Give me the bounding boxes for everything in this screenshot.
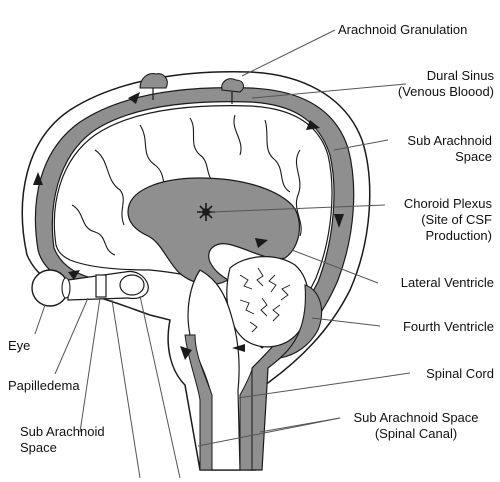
- leader-lines: [34, 29, 411, 479]
- granulation-stalks: [152, 88, 233, 104]
- choroid-plexus-star: [197, 203, 215, 221]
- csf-flow-arrows: [33, 92, 344, 360]
- label-dural-sinus: Dural Sinus (Venous Bloood): [397, 68, 494, 99]
- fourth-ventricle: [278, 284, 323, 359]
- lateral-ventricle: [127, 177, 300, 286]
- label-sub-arachnoid-spinal: Sub Arachnoid Space (Spinal Canal): [353, 410, 479, 441]
- label-sub-arachnoid-space-left: Sub Arachnoid Space: [20, 424, 105, 455]
- arachnoid-granulations: [139, 73, 245, 93]
- label-lateral-ventricle: Lateral Ventricle: [400, 275, 494, 290]
- optic-bulb: [119, 274, 145, 296]
- cerebellum: [226, 256, 310, 348]
- label-arachnoid-granulation: Arachnoid Granulation: [338, 22, 468, 37]
- label-sub-arachnoid-space: Sub Arachnoid Space: [407, 133, 492, 164]
- papilledema-marker: [95, 274, 107, 298]
- brainstem: [187, 269, 241, 471]
- spinal-canal-right: [239, 369, 253, 471]
- label-spinal-cord: Spinal Cord: [426, 366, 494, 381]
- label-papilledema: Papilledema: [8, 378, 80, 393]
- label-choroid-plexus: Choroid Plexus (Site of CSF Production): [403, 196, 492, 243]
- eye-lens: [61, 277, 71, 299]
- cerebellum-folia: [239, 267, 291, 333]
- spinal-canal: [184, 334, 213, 471]
- brain-sulci: [71, 114, 302, 256]
- label-fourth-ventricle: Fourth Ventricle: [402, 319, 494, 334]
- label-eye: Eye: [8, 338, 31, 353]
